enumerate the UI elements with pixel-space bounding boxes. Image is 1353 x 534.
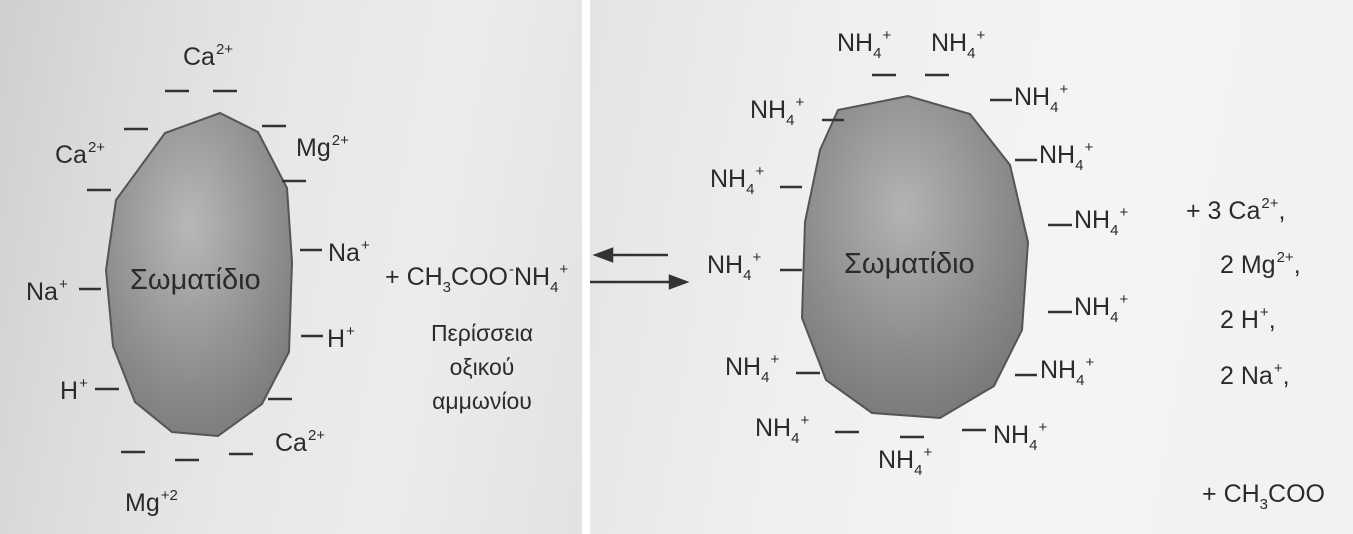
reagent-note-line-1: Περίσσεια xyxy=(430,320,534,346)
ammonium-ion-10: NH4+ xyxy=(725,351,780,386)
ammonium-ion-8: NH4+ xyxy=(707,249,762,284)
released-acetate: + CH3COO xyxy=(1202,480,1325,513)
right-particle-shape xyxy=(800,94,1030,420)
reagent-note: Περίσσεια οξικού αμμωνίου xyxy=(412,316,552,418)
released-ca: + 3 Ca2+, xyxy=(1186,195,1286,225)
ammonium-ion-4: NH4+ xyxy=(750,94,805,129)
ammonium-ion-1: NH4+ xyxy=(837,27,892,62)
reagent-note-line-3: αμμωνίου xyxy=(432,388,532,414)
ammonium-ion-6: NH4+ xyxy=(710,163,765,198)
ammonium-ion-2: NH4+ xyxy=(931,27,986,62)
ammonium-ion-7: NH4+ xyxy=(1074,204,1129,239)
ammonium-ion-9: NH4+ xyxy=(1074,291,1129,326)
ion-mg-bottom: Mg+2 xyxy=(125,487,178,517)
ion-ca-left: Ca2+ xyxy=(55,139,106,169)
ion-ca-bottom: Ca2+ xyxy=(275,427,326,457)
ion-ca-top: Ca2+ xyxy=(183,41,234,71)
right-bond-dashes xyxy=(780,73,1072,439)
released-mg: 2 Mg2+, xyxy=(1220,249,1301,279)
right-particle-label: Σωματίδιο xyxy=(844,248,975,280)
equilibrium-arrows xyxy=(590,247,690,290)
left-bond-dashes xyxy=(79,89,323,462)
reverse-arrow-head xyxy=(592,247,614,263)
left-panel: Σωματίδιο Ca2+ Ca2+ Mg2+ Na+ Na+ H+ H+ C… xyxy=(0,0,582,534)
ammonium-ion-3: NH4+ xyxy=(1014,81,1069,116)
ion-h-right: H+ xyxy=(327,323,355,353)
ammonium-ion-14: NH4+ xyxy=(993,419,1048,454)
released-na: 2 Na+, xyxy=(1220,360,1290,390)
ammonium-ion-12: NH4+ xyxy=(755,412,810,447)
released-h: 2 H+, xyxy=(1220,304,1276,334)
reagent-formula: + CH3COO-NH4+ xyxy=(385,261,569,296)
left-particle-shape xyxy=(104,111,294,438)
ion-h-left: H+ xyxy=(60,375,88,405)
ion-na-left: Na+ xyxy=(26,276,68,306)
ammonium-ion-5: NH4+ xyxy=(1039,139,1094,174)
ammonium-ion-13: NH4+ xyxy=(878,444,933,479)
ammonium-ion-11: NH4+ xyxy=(1040,354,1095,389)
left-diagram-graphics xyxy=(79,89,323,462)
ion-na-right: Na+ xyxy=(328,237,370,267)
forward-arrow-head xyxy=(668,274,690,290)
right-panel: Σωματίδιο NH4+ NH4+ NH4+ NH4+ NH4+ NH4+ … xyxy=(590,0,1353,534)
left-particle-label: Σωματίδιο xyxy=(130,264,261,296)
right-diagram-graphics xyxy=(590,73,1072,439)
ion-mg-right: Mg2+ xyxy=(296,132,349,162)
panel-divider xyxy=(582,0,590,534)
reagent-note-line-2: οξικού xyxy=(449,354,515,380)
